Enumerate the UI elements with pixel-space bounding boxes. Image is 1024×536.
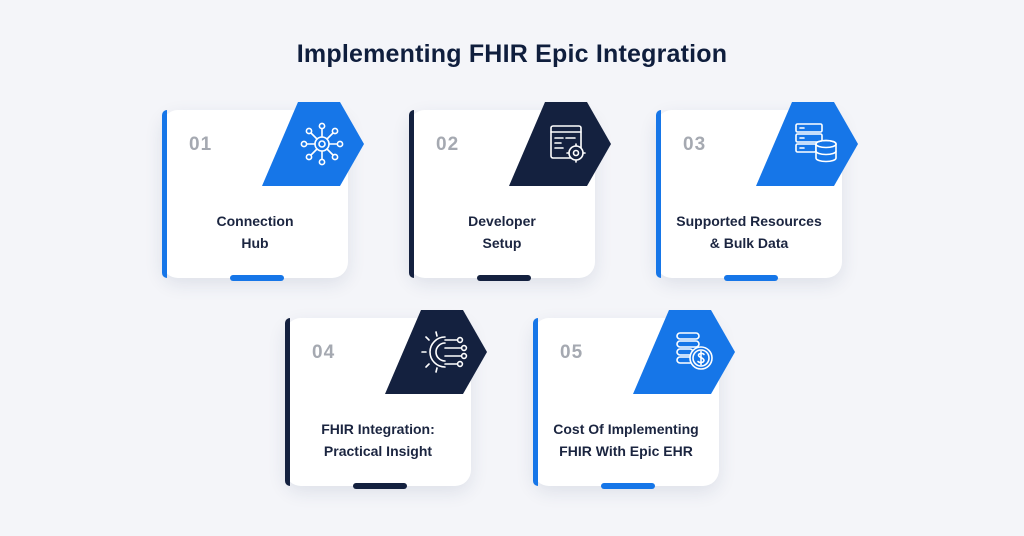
- card-bottom-bar: [601, 483, 655, 489]
- card-bottom-bar: [724, 275, 778, 281]
- step-card-03: 03 Supported Resources & Bulk Data: [656, 102, 858, 281]
- card-accent-stripe: [409, 110, 414, 278]
- step-card-01: 01 Connection Hub: [162, 102, 364, 281]
- step-label: Supported Resources & Bulk Data: [676, 213, 822, 251]
- step-chevron: [756, 102, 858, 186]
- coins-dollar-icon: [676, 332, 713, 370]
- gear-circuit-icon: [421, 331, 468, 373]
- step-label: Developer Setup: [468, 213, 536, 251]
- step-chevron: [262, 102, 364, 186]
- network-hub-icon: [300, 122, 344, 166]
- step-label: Cost Of Implementing FHIR With Epic EHR: [553, 421, 699, 459]
- step-card-04: 04 FHIR Integration: Practical Insight: [285, 310, 487, 489]
- step-number: 04: [312, 342, 336, 363]
- card-bottom-bar: [477, 275, 531, 281]
- step-number: 02: [436, 134, 460, 155]
- card-accent-stripe: [162, 110, 167, 278]
- card-accent-stripe: [656, 110, 661, 278]
- page-title: Implementing FHIR Epic Integration: [296, 40, 728, 68]
- code-window-gear-icon: [550, 125, 586, 163]
- card-accent-stripe: [533, 318, 538, 486]
- step-number: 01: [189, 134, 213, 155]
- step-chevron: [633, 310, 735, 394]
- step-card-05: 05 Cost Of Implementing FHIR With Epic E…: [533, 310, 735, 489]
- step-chevron: [385, 310, 487, 394]
- server-database-icon: [795, 123, 837, 163]
- step-card-02: 02 Developer Setup: [409, 102, 611, 281]
- step-number: 03: [683, 134, 707, 155]
- step-label: FHIR Integration: Practical Insight: [321, 421, 435, 459]
- step-number: 05: [560, 342, 584, 363]
- card-accent-stripe: [285, 318, 290, 486]
- card-bottom-bar: [353, 483, 407, 489]
- step-chevron: [509, 102, 611, 186]
- step-label: Connection Hub: [216, 213, 294, 251]
- card-bottom-bar: [230, 275, 284, 281]
